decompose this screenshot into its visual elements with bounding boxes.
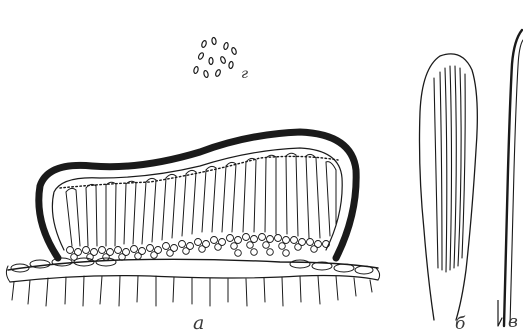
host-epidermis-lower [10,276,378,283]
panel-label-g: г [241,66,248,82]
host-cell-walls [6,266,379,306]
ascus-outline [420,54,478,320]
paraphysis-drawing [498,30,523,326]
panel-label-a: а [193,312,204,334]
ascus-spores [434,66,465,272]
panel-label-b: б [455,314,465,334]
paraphysis-outline [504,30,522,326]
sorus-section-drawing [6,132,379,306]
panel-label-v: в [508,312,518,332]
host-epidermis [8,259,378,270]
host-cell-row [11,258,373,274]
spore-cluster-drawing [193,37,237,78]
ascus-drawing [420,54,478,320]
